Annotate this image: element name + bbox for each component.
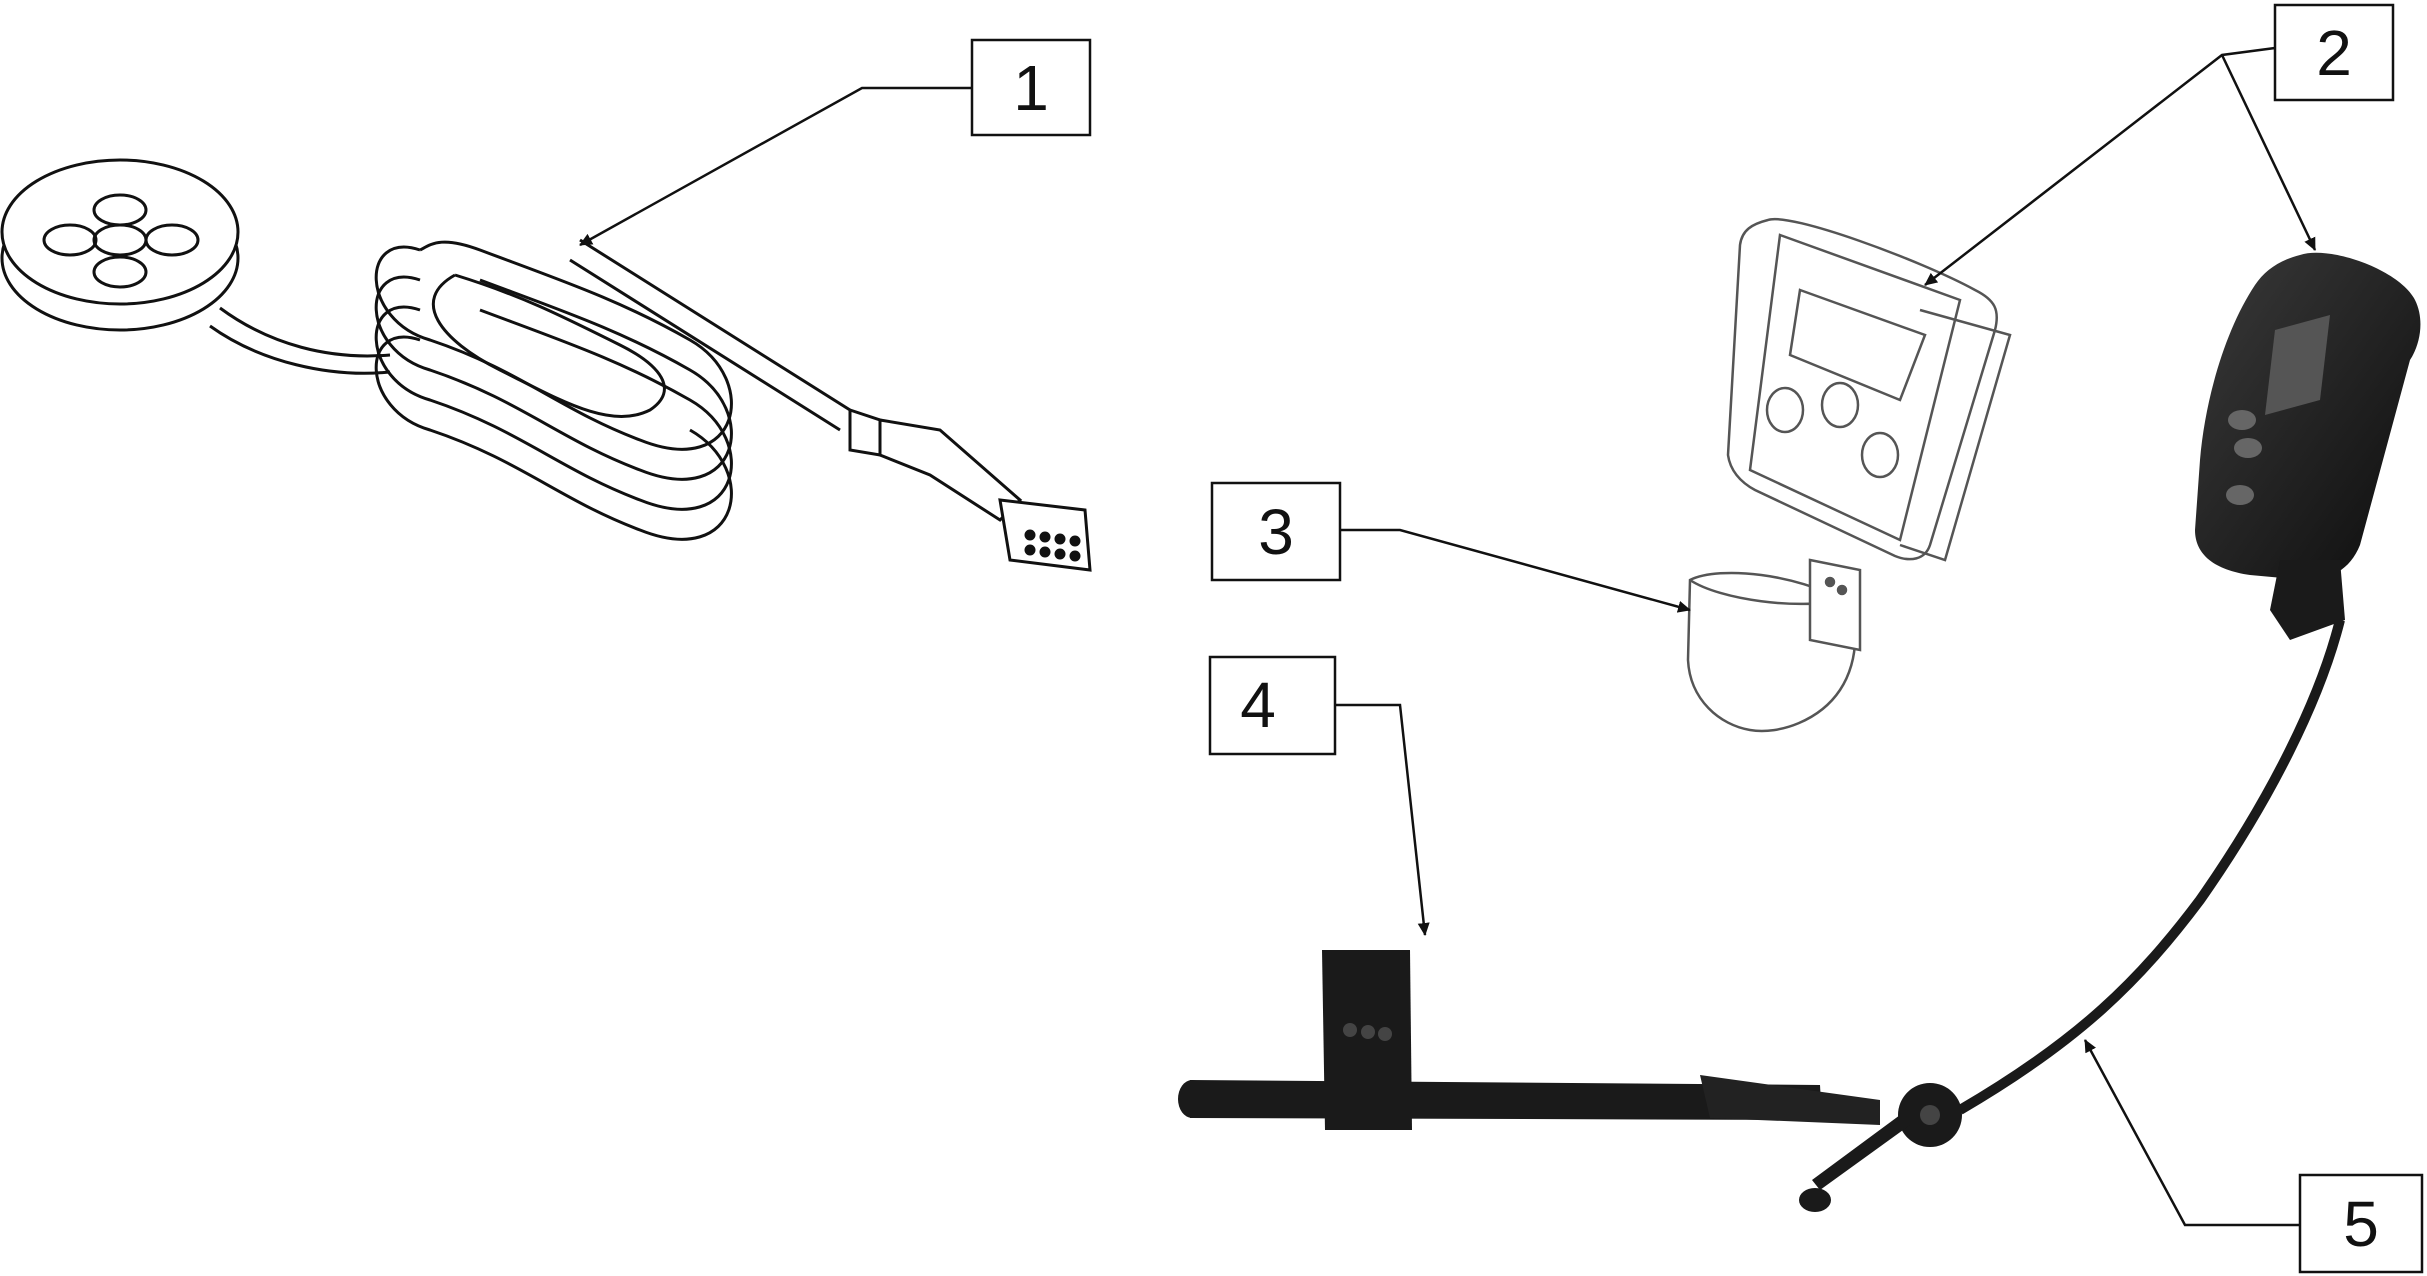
display-controller-outline [1726,217,2012,562]
callout-4-label: 4 [1240,669,1276,741]
leader-lines [579,46,2317,1227]
callout-3: 3 [1210,481,1342,582]
display-controller [2195,252,2421,640]
callout-5: 5 [2298,1173,2424,1274]
leader-line-2b [2220,54,2317,251]
callout-3-label: 3 [1258,496,1294,568]
callout-1-label: 1 [1013,52,1049,124]
button-pad-with-coiled-cable [0,158,1092,572]
leader-line-5 [2083,1039,2300,1227]
leader-line-3 [1340,528,1691,613]
callout-2-label: 2 [2316,17,2352,89]
leader-line-4 [1335,703,1430,936]
gooseneck-cable [1957,618,2345,1115]
mounting-clip [1686,558,1862,733]
leader-line-1 [579,86,972,247]
callout-5-label: 5 [2343,1188,2379,1260]
callout-1: 1 [970,38,1092,137]
leader-line-2a [1924,46,2276,286]
mounting-bracket [1178,950,1962,1212]
callout-4: 4 [1208,655,1337,756]
callout-2: 2 [2273,3,2395,102]
